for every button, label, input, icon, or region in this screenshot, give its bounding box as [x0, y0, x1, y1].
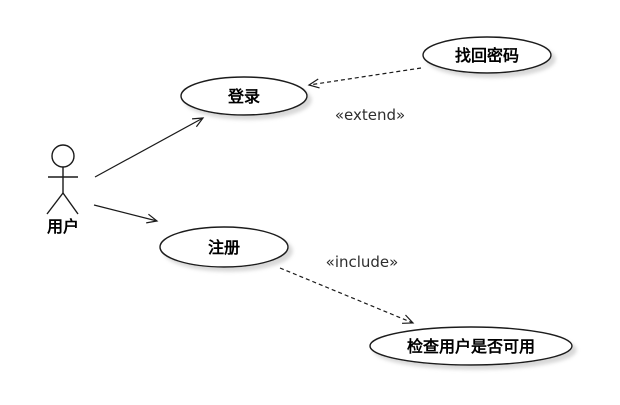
actor-left-leg	[46, 192, 64, 215]
usecase-login: 登录	[180, 76, 308, 116]
extend-stereotype-label: «extend»	[335, 106, 405, 124]
usecase-check-user-availability-label: 检查用户是否可用	[407, 337, 535, 356]
usecase-login-ellipse	[180, 76, 308, 116]
usecase-retrieve-password-ellipse	[422, 36, 552, 74]
actor-user: 用户	[46, 144, 79, 236]
usecase-register-ellipse	[159, 226, 289, 268]
extend-dependency: «extend»	[307, 67, 422, 124]
usecase-retrieve-password: 找回密码	[422, 36, 552, 74]
association-user-to-login	[94, 117, 205, 178]
usecase-check-user-availability-ellipse	[369, 326, 573, 366]
include-dependency: «include»	[279, 253, 415, 324]
usecase-register-label: 注册	[208, 238, 240, 257]
include-stereotype-label: «include»	[326, 253, 399, 271]
actor-head	[51, 144, 75, 168]
usecase-register: 注册	[159, 226, 289, 268]
usecase-login-label: 登录	[227, 87, 260, 106]
usecase-retrieve-password-label: 找回密码	[455, 46, 519, 65]
actor-right-leg	[62, 192, 79, 215]
association-user-to-register	[93, 204, 159, 224]
actor-label: 用户	[47, 217, 79, 236]
include-dashed-arrow	[279, 267, 415, 324]
usecase-check-user-availability: 检查用户是否可用	[369, 326, 573, 366]
extend-dashed-arrow	[307, 67, 422, 89]
